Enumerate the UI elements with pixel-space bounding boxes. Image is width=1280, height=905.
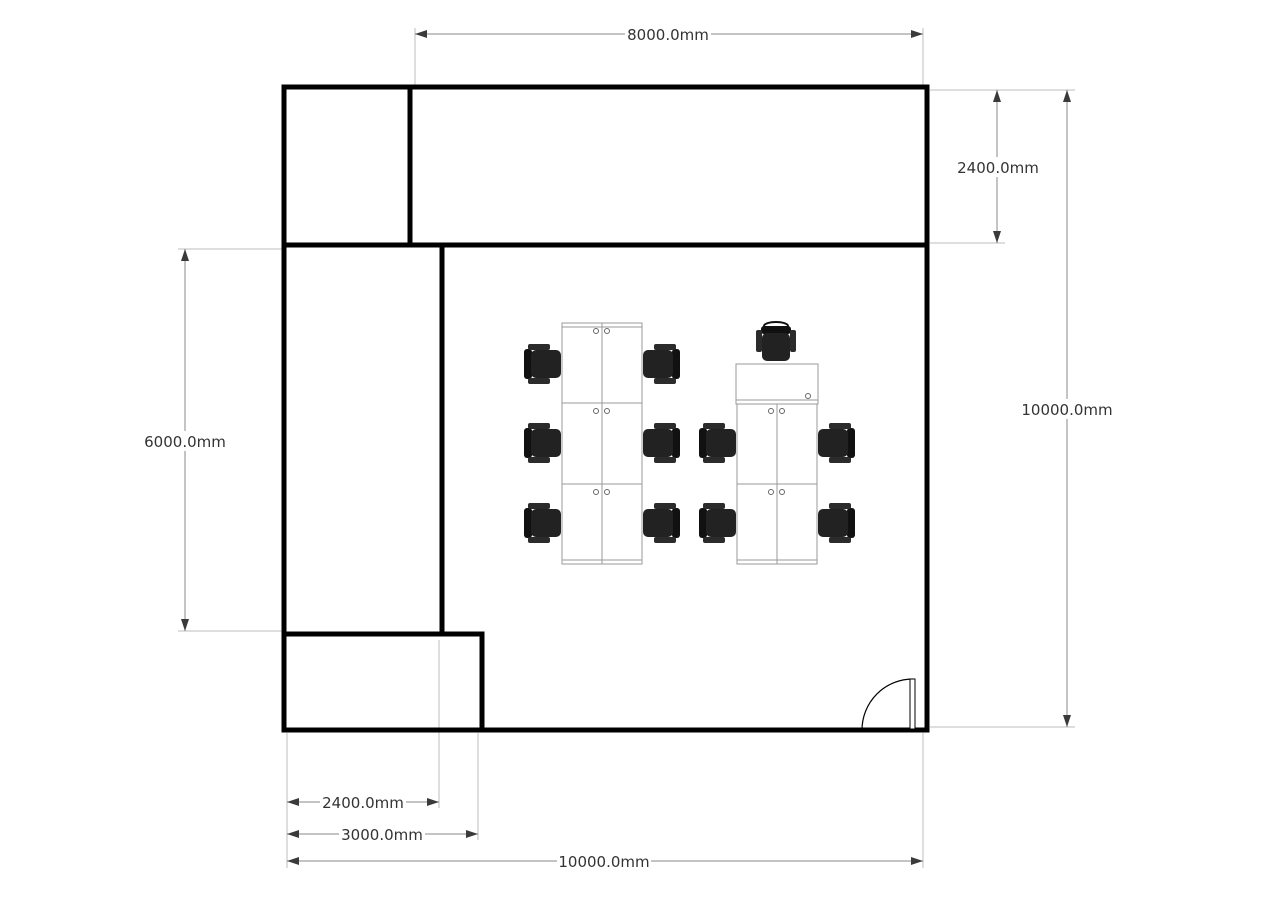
dim-label-left-room-height: 6000.0mm [144, 433, 226, 451]
office-chair-icon [643, 423, 680, 463]
wall-bottom-left-room [284, 631, 485, 730]
office-chair-icon [643, 344, 680, 384]
office-chair-icon [699, 503, 736, 543]
office-chair-icon [524, 503, 561, 543]
dimension-bottom-10000: 10000.0mm [287, 733, 924, 871]
dim-label-bottom-3000: 3000.0mm [341, 826, 423, 844]
door [861, 678, 916, 732]
dimension-bottom-2400: 2400.0mm [286, 640, 440, 868]
walls [281, 84, 930, 733]
dimension-top-8000: 8000.0mm [414, 24, 924, 88]
office-chair-icon [818, 423, 855, 463]
office-chair-icon [643, 503, 680, 543]
dim-label-overall-height: 10000.0mm [1021, 401, 1112, 419]
door-swing-icon [861, 678, 914, 731]
dim-label-bottom-2400: 2400.0mm [322, 794, 404, 812]
office-chair-icon [699, 423, 736, 463]
dim-label-top-room-height: 2400.0mm [957, 159, 1039, 177]
office-chair-icon [755, 321, 797, 362]
office-chair-icon [524, 423, 561, 463]
dimension-left-6000: 6000.0mm [142, 248, 282, 632]
dimension-bottom-3000: 3000.0mm [287, 733, 479, 844]
door-leaf [909, 678, 916, 731]
office-chair-icon [524, 344, 561, 384]
office-chair-icon [818, 503, 855, 543]
dimension-right-10000: 10000.0mm [930, 89, 1114, 728]
dim-label-overall-width: 10000.0mm [558, 853, 649, 871]
desk-pod-left [561, 322, 643, 565]
dimension-right-2400: 2400.0mm [930, 89, 1041, 244]
dim-label-top-width: 8000.0mm [627, 26, 709, 44]
outer-wall [281, 84, 930, 733]
desk-pod-right [735, 363, 819, 565]
